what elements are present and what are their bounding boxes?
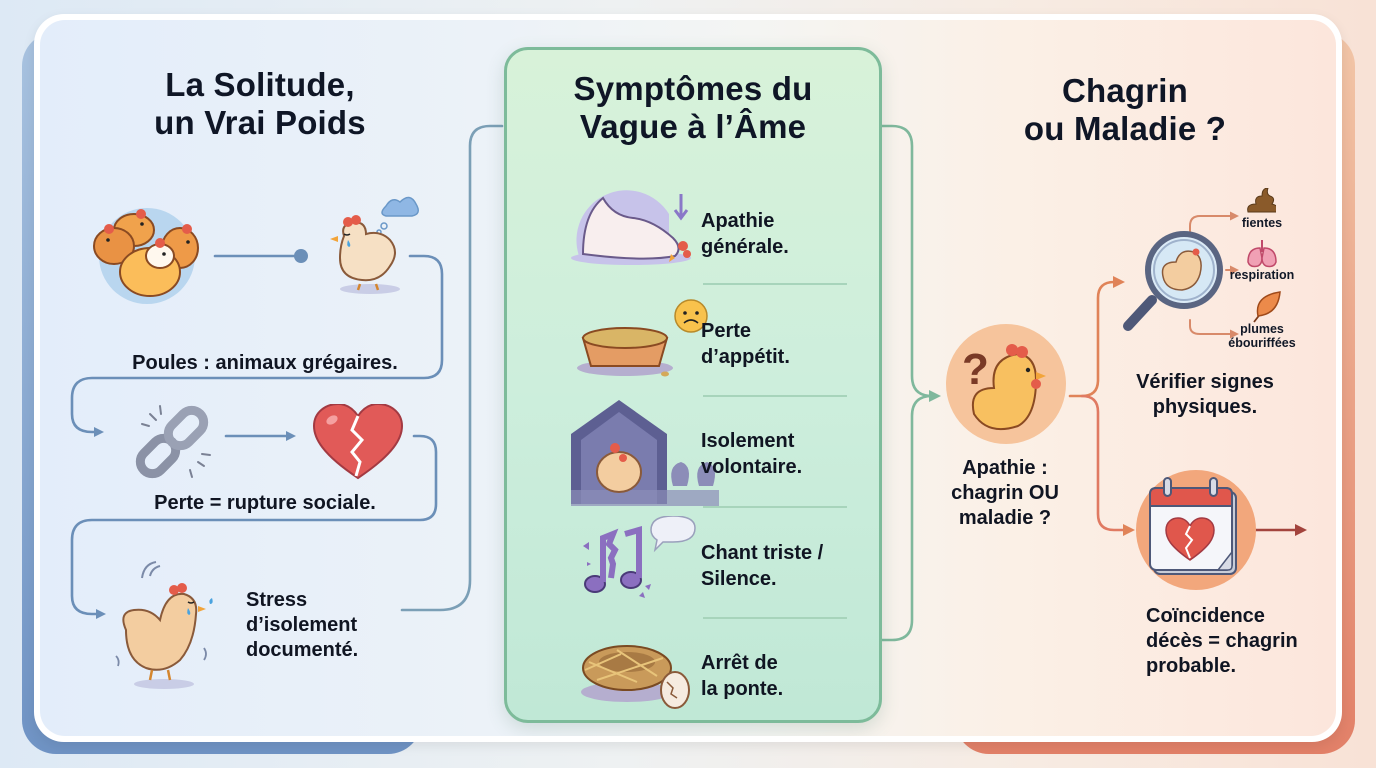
magnifier-hen-icon <box>1120 230 1230 336</box>
right-panel-title: Chagrin ou Maladie ? <box>1023 72 1227 147</box>
sign-breathing-label: respiration <box>1229 268 1295 282</box>
infographic-canvas: La Solitude, un Vrai Poids <box>40 20 1336 736</box>
grief-probable-label: Coïncidence décès = chagrin probable. <box>1146 605 1298 677</box>
flock-of-hens-icon <box>84 196 210 306</box>
check-physical-signs-label: Vérifier signes physiques. <box>1136 371 1274 418</box>
sign-droppings-label: fientes <box>1241 216 1283 230</box>
symptom-appetite-loss: Perte d’appétit. <box>507 294 879 404</box>
symptom-apathy: Apathie générale. <box>507 180 879 290</box>
hen-alone-in-coop-icon <box>571 400 719 506</box>
calendar-broken-heart-icon <box>1134 468 1258 592</box>
step-social-rupture-label: Perte = rupture sociale. <box>154 492 376 514</box>
empty-nest-broken-egg-icon <box>577 632 701 722</box>
broken-music-notes-icon <box>579 516 707 602</box>
stressed-crying-hen-icon <box>112 560 222 690</box>
feather-icon <box>1250 290 1282 324</box>
symptom-sad-song-silence: Chant triste / Silence. <box>507 512 879 622</box>
food-bowl-sad-face-icon <box>573 298 713 384</box>
decision-label: Apathie : chagrin OU maladie ? <box>951 457 1059 529</box>
symptom-divider <box>703 395 847 397</box>
symptom-divider <box>703 617 847 619</box>
lungs-icon <box>1246 238 1278 268</box>
step-gregarious-label: Poules : animaux grégaires. <box>132 352 398 374</box>
symptoms-panel-title: Symptômes du Vague à l’Âme <box>573 70 813 145</box>
questioning-hen-icon: ? <box>944 322 1068 446</box>
lying-hen-down-arrow-icon <box>569 184 703 266</box>
symptom-laying-stop: Arrêt de la ponte. <box>507 624 879 734</box>
broken-heart-icon <box>312 404 404 480</box>
sad-lonely-hen-icon <box>324 196 420 296</box>
infographic-card: La Solitude, un Vrai Poids <box>34 14 1342 742</box>
symptom-voluntary-isolation: Isolement volontaire. <box>507 400 879 510</box>
symptoms-panel: Symptômes du Vague à l’Âme Apathi <box>504 47 882 723</box>
flow-connectors <box>70 124 1307 642</box>
svg-text:?: ? <box>962 345 989 394</box>
step-isolation-stress-label: Stress d’isolement documenté. <box>246 589 359 661</box>
symptom-divider <box>703 506 847 508</box>
left-panel-title: La Solitude, un Vrai Poids <box>154 66 366 141</box>
symptom-divider <box>703 283 847 285</box>
broken-chain-icon <box>126 400 222 480</box>
droppings-icon <box>1246 188 1276 214</box>
sign-ruffled-feathers-label: plumes ébouriffées <box>1228 322 1296 350</box>
